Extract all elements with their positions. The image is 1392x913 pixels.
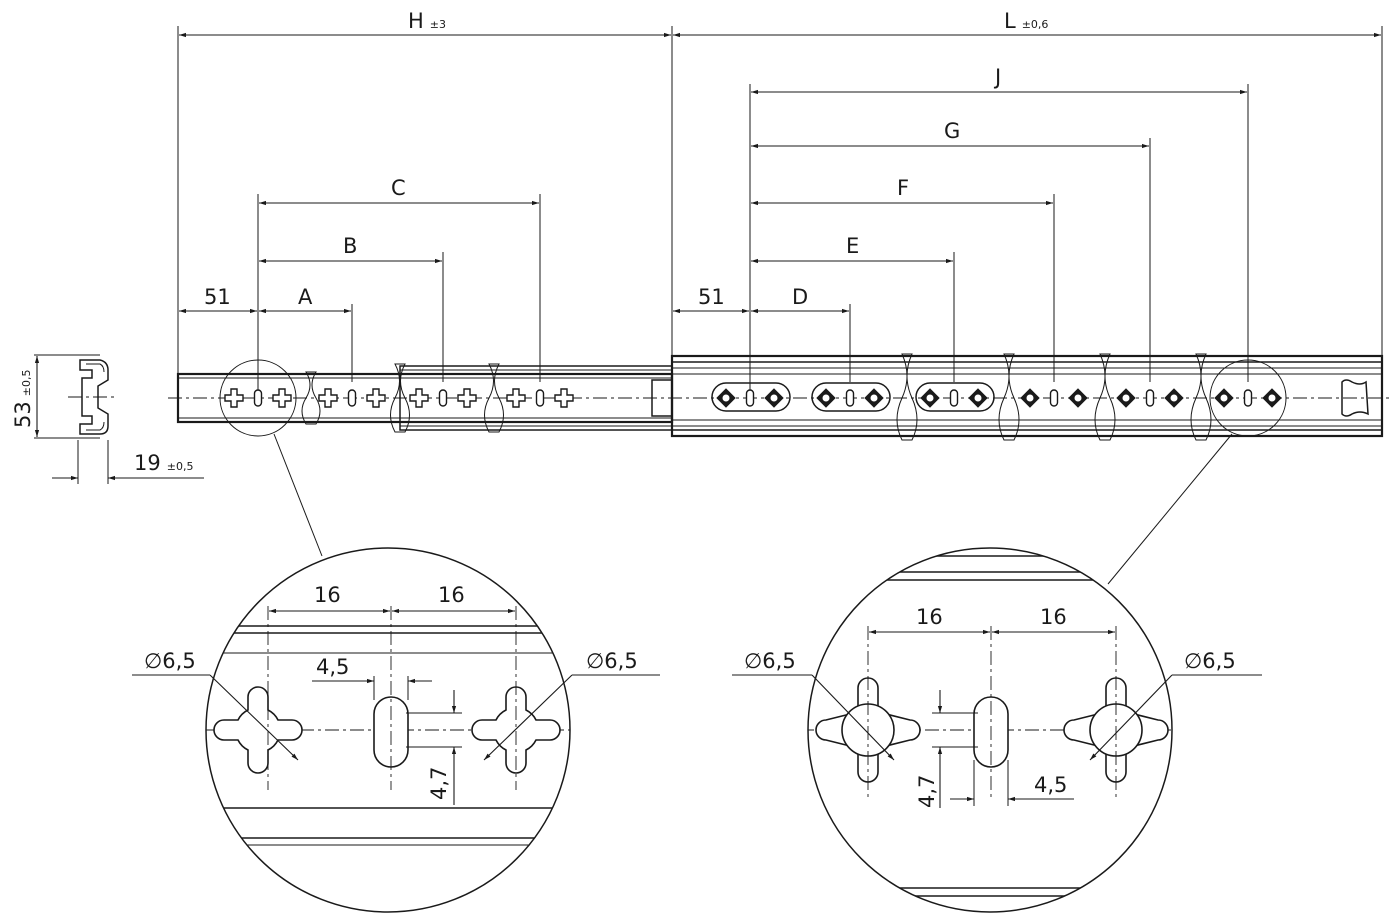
dim-section-height-label: 53 (11, 401, 35, 428)
dim-dia-left-1-label: ∅6,5 (144, 649, 196, 673)
diamond-hole-5-a-center (1220, 394, 1228, 402)
dim-slot-height-left-label: 4,7 (427, 767, 451, 800)
dia-leader-right-d (483, 674, 573, 761)
detail-view-left: 16 16 4,5 4,7 ∅6,5 ∅6,5 (132, 547, 660, 913)
dim-h-label: H (408, 9, 424, 33)
cross-hole-right (471, 686, 561, 774)
break-mark-6 (1094, 353, 1116, 441)
dim-l-label: L (1004, 9, 1016, 33)
section-profile (79, 359, 109, 435)
outer-slot-hole-3 (1049, 389, 1059, 407)
diamond-hole-3-b-center (1074, 394, 1082, 402)
break-mark-4 (896, 353, 918, 441)
diamond-hole-0-b-center (770, 394, 778, 402)
diamond-hole-2-a-center (926, 394, 934, 402)
break-marks (301, 353, 1212, 441)
outer-slot-hole-1 (845, 389, 855, 407)
dim-j-label: J (993, 65, 1001, 89)
dim-c-label: C (391, 176, 406, 200)
slot-hole-2 (438, 389, 448, 407)
dim-l-tolerance: ±0,6 (1022, 18, 1049, 31)
outer-slot-hole-5 (1243, 389, 1253, 407)
dim-pitch-left-2-label: 16 (438, 583, 465, 607)
detail-leader-right (1107, 433, 1233, 585)
plus-hole-0-b (272, 388, 292, 408)
outer-slot-hole-4 (1145, 389, 1155, 407)
dim-pitch-left-1-label: 16 (314, 583, 341, 607)
dim-h-tolerance: ±3 (430, 18, 446, 31)
svg-text:L±0,6: L ±0,6 (1004, 9, 1048, 33)
break-mark-3 (484, 363, 504, 433)
dim-offset-right-label: 51 (698, 285, 725, 309)
dim-f-label: F (897, 176, 909, 200)
break-mark-5 (998, 353, 1020, 441)
mounting-holes (224, 388, 1282, 408)
dim-offset-left-label: 51 (204, 285, 231, 309)
dimension-chain: H ±3 L ±0,6 J G C F B E 51 A 51 D (177, 9, 1383, 398)
dim-section-width-tolerance: ±0,5 (167, 460, 194, 473)
diamond-hole-4-b-center (1170, 394, 1178, 402)
diamond-hole-2-b-center (974, 394, 982, 402)
rail-cross-section: 53 ±0,5 19 ±0,5 (11, 354, 204, 484)
detail-callout-right (1209, 359, 1287, 437)
svg-text:53±0,5: 53 ±0,5 (11, 370, 35, 428)
dim-dia-right-1-label: ∅6,5 (744, 649, 796, 673)
diamond-hole-0-a-center (722, 394, 730, 402)
hole-pad-1 (711, 382, 791, 412)
dim-dia-right-2-label: ∅6,5 (1184, 649, 1236, 673)
dim-dia-left-2-label: ∅6,5 (586, 649, 638, 673)
rail-end-stop (1341, 379, 1369, 417)
detail-callout-left (219, 359, 297, 437)
hole-pad-3 (915, 382, 995, 412)
plus-hole-3-a (506, 388, 526, 408)
dim-g-label: G (944, 119, 960, 143)
dia-leader-left-d (209, 674, 299, 761)
plus-hole-0-a (224, 388, 244, 408)
dim-e-label: E (846, 234, 859, 258)
slot-hole-0 (253, 389, 263, 407)
detail-leader-left (273, 433, 323, 557)
plus-hole-3-b (554, 388, 574, 408)
dia-leader-r-right-d (1089, 674, 1173, 761)
section-inner-lines (86, 363, 105, 431)
outer-slot-hole-0 (745, 389, 755, 407)
dim-b-label: B (343, 234, 357, 258)
dim-section-height-tolerance: ±0,5 (20, 370, 33, 397)
break-mark-7 (1190, 353, 1212, 441)
plus-hole-1-b (366, 388, 386, 408)
break-mark-2 (390, 363, 410, 433)
diamond-hole-4-a-center (1122, 394, 1130, 402)
dim-pitch-right-1-label: 16 (916, 605, 943, 629)
dim-a-label: A (298, 285, 313, 309)
diamond-hole-1-b-center (870, 394, 878, 402)
cross-hole-left (213, 686, 303, 774)
plus-hole-2-a (409, 388, 429, 408)
diamond-hole-5-b-center (1268, 394, 1276, 402)
svg-text:H±3: H ±3 (408, 9, 446, 33)
plus-hole-2-b (457, 388, 477, 408)
slot-hole-3 (535, 389, 545, 407)
svg-text:19±0,5: 19 ±0,5 (134, 451, 193, 475)
dim-pitch-right-2-label: 16 (1040, 605, 1067, 629)
dim-slot-height-right-label: 4,7 (915, 775, 939, 808)
plus-hole-1-a (318, 388, 338, 408)
hole-pad-2 (811, 382, 891, 412)
slot-hole-1 (347, 389, 357, 407)
dia-leader-r-left-d (811, 674, 895, 761)
dim-section-width-label: 19 (134, 451, 161, 475)
dim-slot-width-left-label: 4,5 (316, 655, 349, 679)
break-mark-1 (301, 371, 321, 425)
diamond-hole-1-a-center (822, 394, 830, 402)
detail-view-right: 16 16 4,7 4,5 ∅6,5 ∅6,5 (732, 547, 1262, 913)
dim-slot-width-right-label: 4,5 (1034, 773, 1067, 797)
diamond-hole-3-a-center (1026, 394, 1034, 402)
outer-slot-hole-2 (949, 389, 959, 407)
dim-d-label: D (792, 285, 808, 309)
rail-side-view (168, 353, 1390, 585)
